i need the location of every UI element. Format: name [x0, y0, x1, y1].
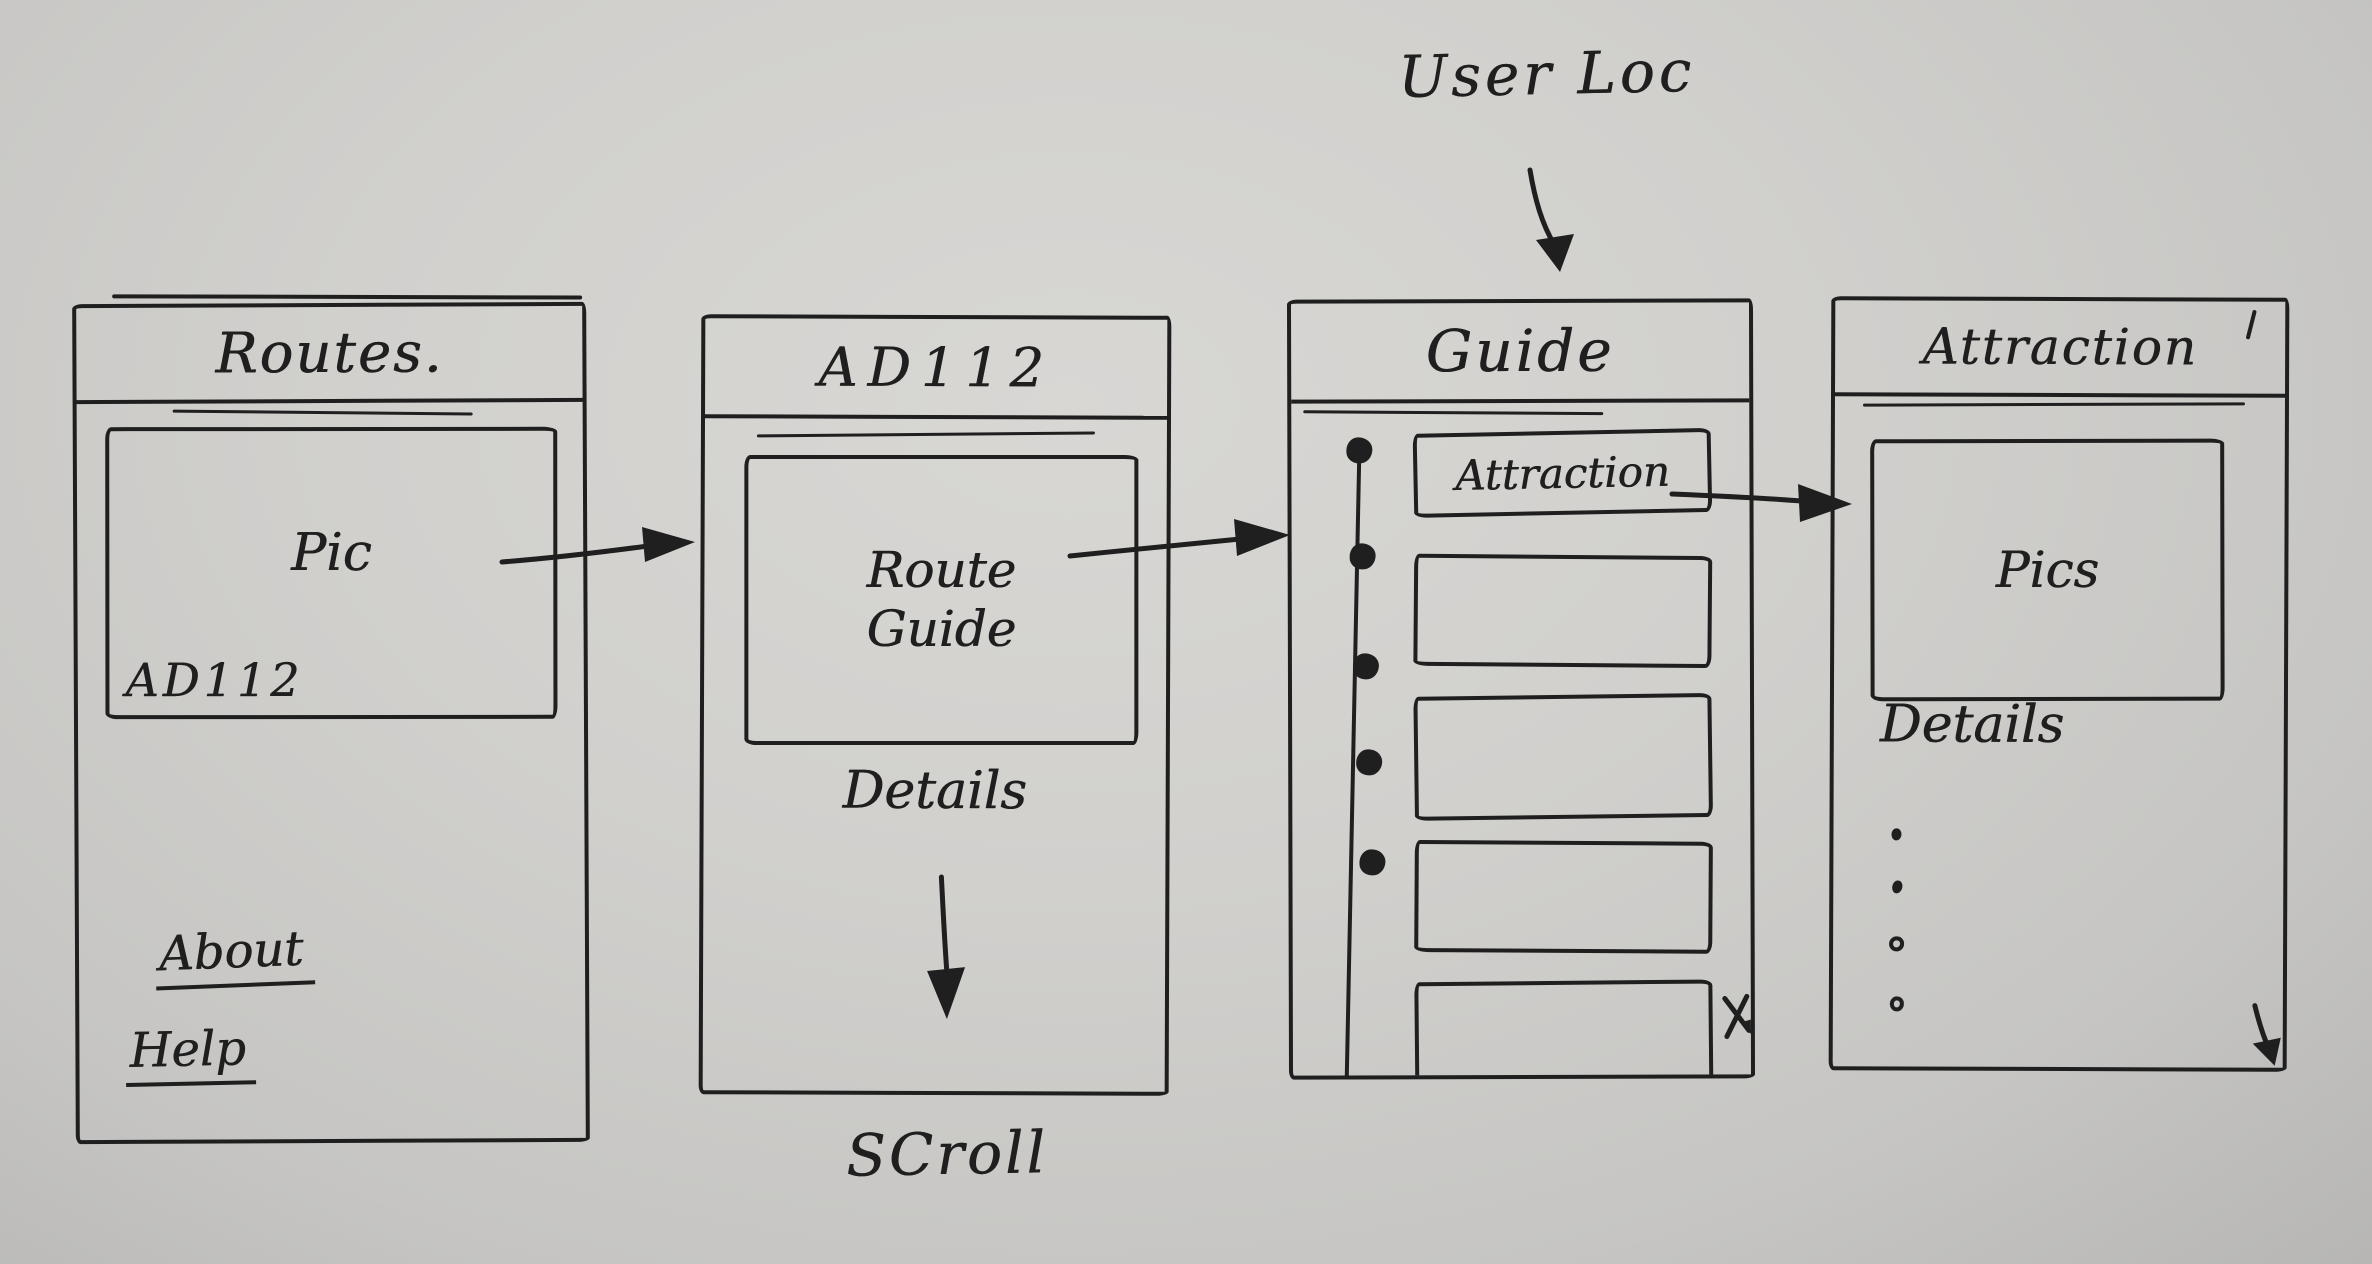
sketch-stroke — [172, 409, 473, 416]
flow-arrow-attraction-item-to-screen — [1669, 484, 1852, 522]
detail-bullet-dot — [1889, 936, 1905, 952]
guide-list-item[interactable] — [1413, 692, 1713, 821]
attraction-title: Attraction — [1922, 317, 2199, 377]
continue-corner-arrow-icon — [2252, 1003, 2281, 1066]
attraction-screen: Attraction Pics Details — [1828, 296, 2290, 1072]
guide-item-label: Attraction — [1454, 446, 1671, 500]
route-detail-header: AD112 — [703, 318, 1169, 420]
attraction-pics-card[interactable]: Pics — [1870, 438, 2225, 702]
routes-screen: Routes. Pic AD112 About Help — [72, 294, 590, 1145]
guide-list-item[interactable] — [1413, 553, 1713, 669]
user-location-annotation: User Loc — [1397, 36, 1696, 112]
route-detail-title: AD112 — [818, 335, 1054, 399]
about-link-label: About — [157, 920, 305, 983]
route-detail-screen: AD112 Route Guide Details — [698, 314, 1172, 1096]
detail-bullet-dot — [1889, 996, 1904, 1012]
route-pic-card[interactable]: Pic AD112 — [105, 426, 558, 720]
attraction-details-label: Details — [1879, 694, 2065, 756]
guide-screen: Guide Attraction — [1286, 298, 1756, 1080]
help-link[interactable]: Help — [124, 1020, 257, 1088]
detail-bullet-dot — [1891, 828, 1902, 841]
help-link-label: Help — [128, 1020, 247, 1079]
attraction-header: Attraction — [1834, 300, 2287, 398]
pics-placeholder-label: Pics — [1995, 540, 2100, 600]
guide-list-item[interactable] — [1414, 839, 1713, 954]
attraction-bullets — [1887, 820, 1918, 1030]
routes-title: Routes. — [215, 320, 444, 387]
detail-bullet-dot — [1891, 879, 1904, 895]
about-link[interactable]: About — [153, 920, 315, 991]
route-code-caption: AD112 — [125, 653, 304, 708]
scroll-annotation: SCroll — [845, 1118, 1049, 1190]
sketch-stroke — [1862, 402, 2245, 407]
route-guide-card-label: Route Guide — [866, 541, 1017, 659]
guide-list: Attraction — [1291, 302, 1751, 1080]
routes-header: Routes. — [75, 305, 584, 405]
guide-list-item[interactable] — [1414, 979, 1714, 1080]
pic-placeholder-label: Pic — [290, 522, 372, 584]
scroll-down-arrow-icon — [927, 874, 966, 1020]
sketch-stroke — [112, 294, 583, 300]
flow-arrow-routes-to-detail — [499, 527, 695, 565]
user-location-arrow-down-icon — [1527, 167, 1574, 272]
flow-arrow-detail-to-guide — [1067, 519, 1290, 559]
edge-scroll-mark-icon — [1722, 993, 1755, 1039]
details-section-label: Details — [842, 760, 1027, 822]
sketch-stroke — [756, 431, 1095, 438]
